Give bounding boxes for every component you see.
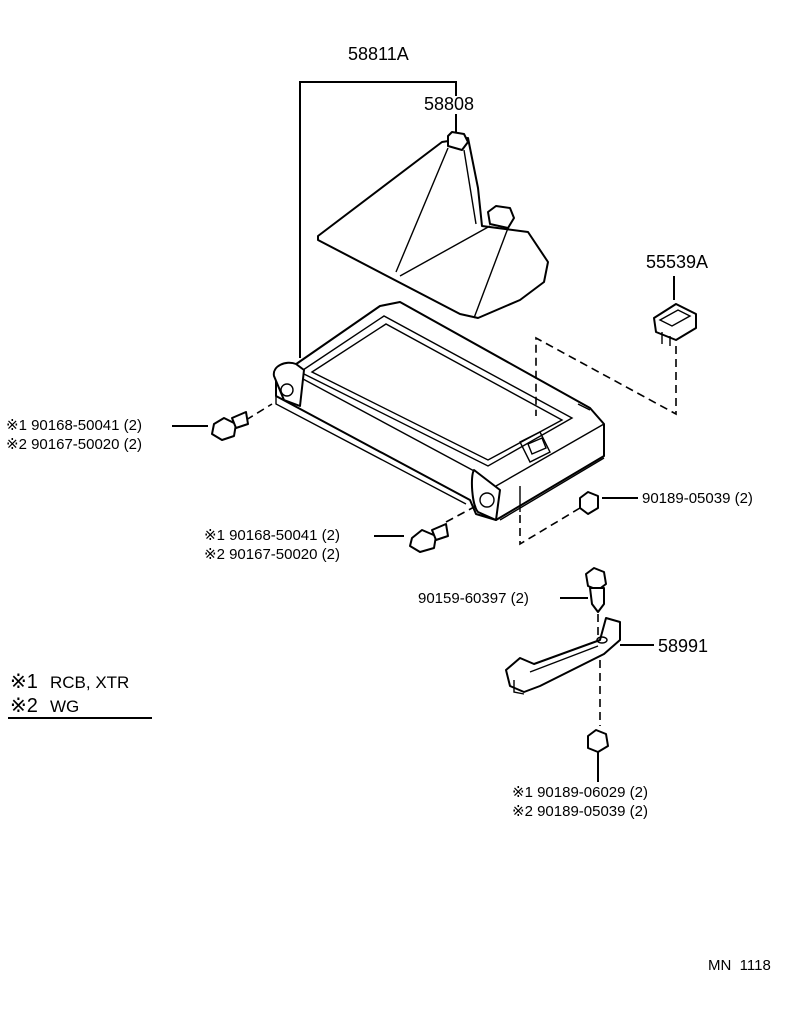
legend: ※1 RCB, XTR ※2 WG xyxy=(8,671,152,719)
lower-screw-line1: ※1 90168-50041 (2) xyxy=(204,527,340,544)
page-code: MN 1118 xyxy=(708,957,771,974)
clip-55539A xyxy=(653,303,697,346)
lower-screw-line2: ※2 90167-50020 (2) xyxy=(204,546,340,563)
bottom-nut-line2: ※2 90189-05039 (2) xyxy=(512,803,648,820)
legend-mark-2: ※2 xyxy=(10,695,38,717)
legend-text-2: WG xyxy=(50,697,79,716)
bottom-nut xyxy=(587,729,609,753)
bracket-58991 xyxy=(505,617,621,695)
clip-dash xyxy=(535,336,677,416)
legend-text-1: RCB, XTR xyxy=(50,673,129,692)
shift-boot xyxy=(317,131,549,319)
bottom-nut-line1: ※1 90189-06029 (2) xyxy=(512,784,648,801)
bolt xyxy=(585,567,607,613)
label-58811A: 58811A xyxy=(348,44,409,64)
right-nut-label: 90189-05039 (2) xyxy=(642,490,753,507)
right-nut-dash xyxy=(519,507,581,546)
label-55539A: 55539A xyxy=(646,252,708,272)
label-58808: 58808 xyxy=(424,94,474,114)
left-screw-line2: ※2 90167-50020 (2) xyxy=(6,436,142,453)
left-screw xyxy=(211,403,273,441)
console-tray xyxy=(272,301,605,521)
assembly-leader xyxy=(299,81,457,358)
bolt-label: 90159-60397 (2) xyxy=(418,590,529,607)
label-58991: 58991 xyxy=(658,636,708,656)
right-nut xyxy=(579,491,599,515)
legend-mark-1: ※1 xyxy=(10,671,38,693)
lower-screw xyxy=(409,505,477,553)
left-screw-line1: ※1 90168-50041 (2) xyxy=(6,417,142,434)
